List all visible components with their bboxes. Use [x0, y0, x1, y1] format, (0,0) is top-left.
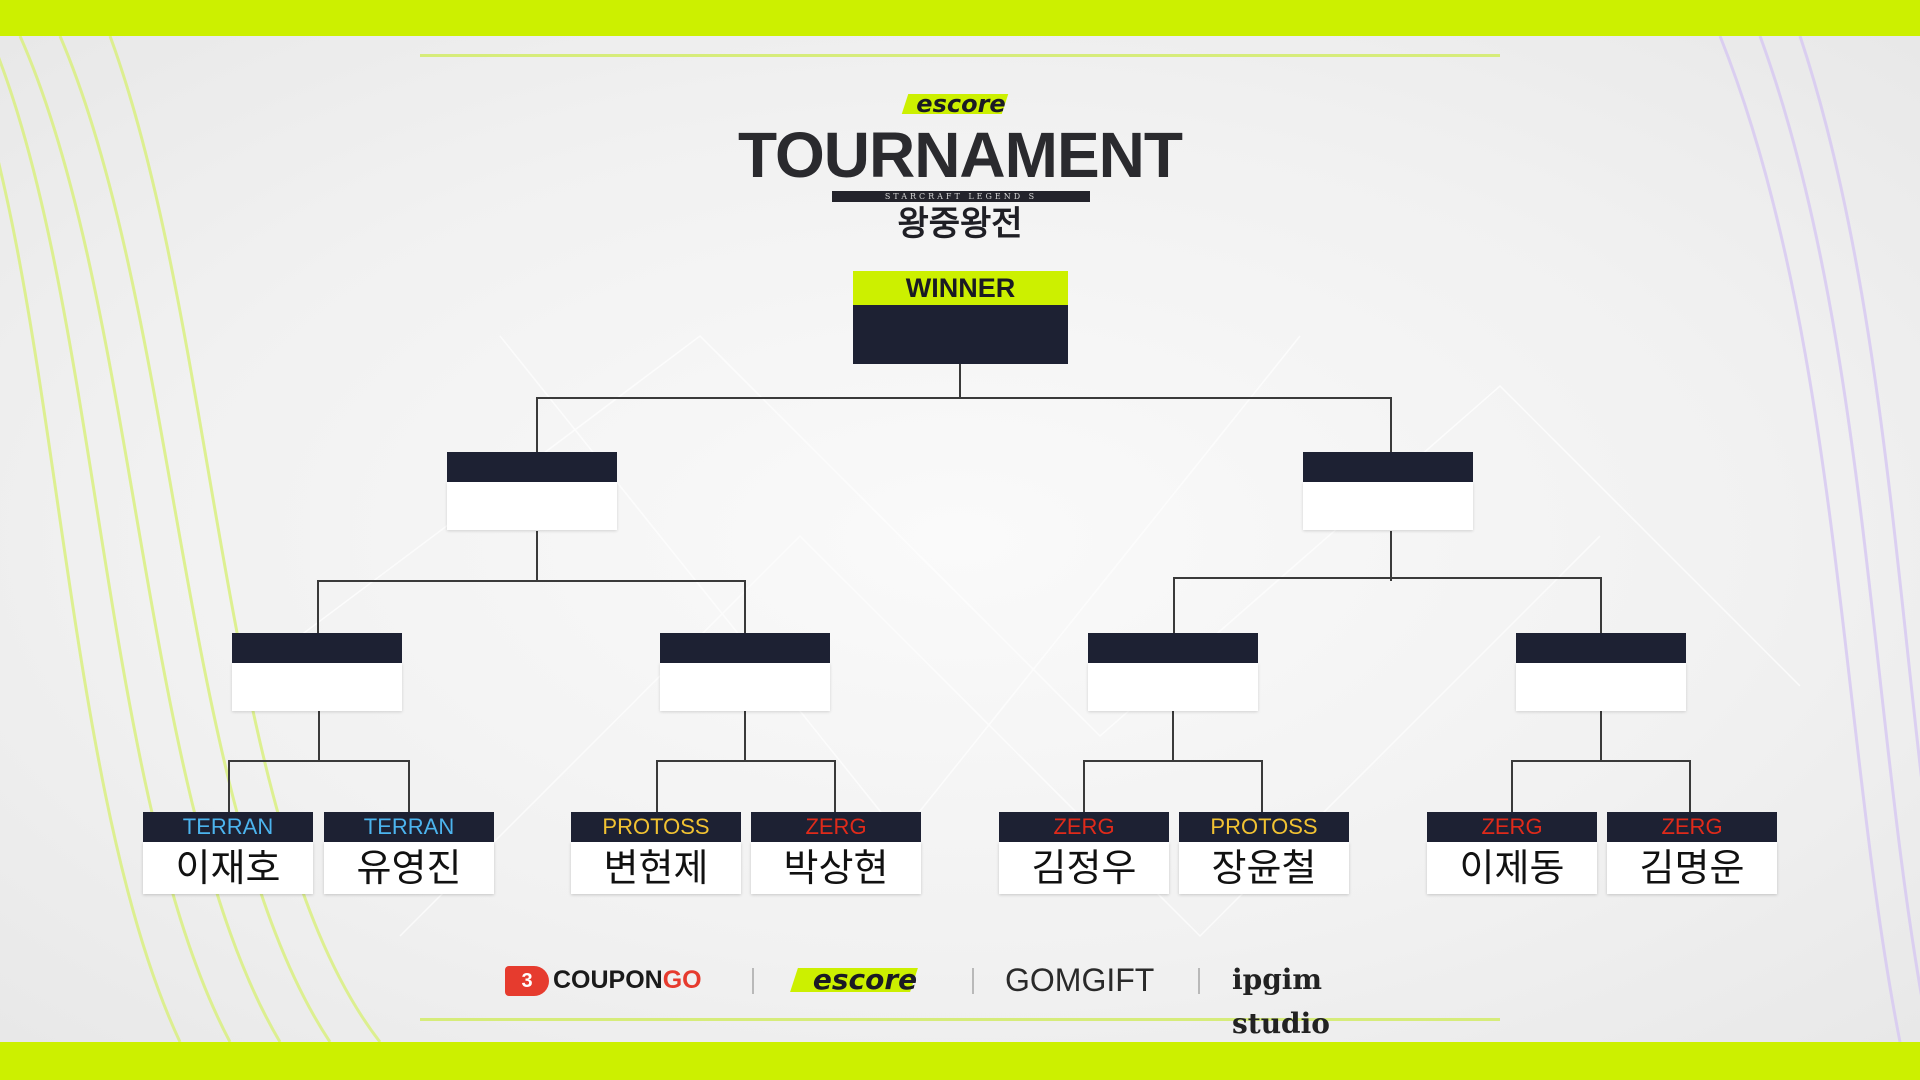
bracket-line	[1173, 577, 1175, 633]
slot-header	[1516, 633, 1686, 663]
bracket-line	[1390, 531, 1392, 581]
bracket-line	[318, 711, 320, 761]
semifinal-slot-left	[447, 452, 617, 530]
subtitle-banner-text: STARCRAFT LEGEND S	[884, 192, 1038, 201]
player-card: PROTOSS 변현제	[571, 812, 741, 894]
quarterfinal-slot-3	[1088, 633, 1258, 711]
slot-header	[1303, 452, 1473, 482]
player-race: PROTOSS	[1179, 812, 1349, 842]
bracket-line	[536, 397, 1392, 399]
bracket-line	[1511, 760, 1691, 762]
semifinal-slot-right	[1303, 452, 1473, 530]
bracket-line	[1172, 711, 1174, 761]
player-name: 장윤철	[1179, 842, 1349, 894]
player-card: TERRAN 유영진	[324, 812, 494, 894]
bracket-line	[1083, 760, 1085, 812]
bracket-line	[228, 760, 230, 812]
sponsor-separator	[1198, 968, 1200, 994]
escore-sponsor-logo: escore	[790, 958, 940, 1002]
winner-slot	[853, 305, 1068, 364]
player-race: TERRAN	[143, 812, 313, 842]
bracket-line	[834, 760, 836, 812]
bracket-line	[1083, 760, 1263, 762]
bottom-accent-band	[0, 1042, 1920, 1080]
bracket-line	[1511, 760, 1513, 812]
bracket-line	[536, 531, 538, 581]
player-card: ZERG 박상현	[751, 812, 921, 894]
bracket-line	[228, 760, 410, 762]
bottom-divider	[420, 1018, 1500, 1021]
player-name: 김명운	[1607, 842, 1777, 894]
player-name: 이제동	[1427, 842, 1597, 894]
bracket-line	[1600, 711, 1602, 761]
bracket-line	[1689, 760, 1691, 812]
player-name: 김정우	[999, 842, 1169, 894]
slot-header	[1088, 633, 1258, 663]
slot-body	[1516, 663, 1686, 711]
bracket-line	[408, 760, 410, 812]
bracket-line	[1173, 577, 1602, 579]
sponsor-separator	[752, 968, 754, 994]
slot-body	[447, 482, 617, 530]
player-race: ZERG	[1427, 812, 1597, 842]
slot-body	[1088, 663, 1258, 711]
bracket-line	[1600, 577, 1602, 633]
coupongo-text: COUPON	[553, 966, 663, 994]
slot-body	[1303, 482, 1473, 530]
bracket-line	[959, 364, 961, 398]
coupongo-suffix: GO	[662, 966, 702, 994]
winner-label: WINNER	[853, 271, 1068, 305]
player-card: PROTOSS 장윤철	[1179, 812, 1349, 894]
bracket-line	[656, 760, 836, 762]
korean-title: 왕중왕전	[897, 204, 1023, 244]
escore-sponsor-text: escore	[812, 963, 918, 996]
gomgift-logo: GOMGIFT	[1005, 962, 1155, 998]
slot-header	[660, 633, 830, 663]
quarterfinal-slot-2	[660, 633, 830, 711]
top-accent-band	[0, 0, 1920, 36]
slot-body	[232, 663, 402, 711]
quarterfinal-slot-1	[232, 633, 402, 711]
player-card: ZERG 김명운	[1607, 812, 1777, 894]
bracket-line	[656, 760, 658, 812]
player-name: 이재호	[143, 842, 313, 894]
slot-header	[447, 452, 617, 482]
player-race: TERRAN	[324, 812, 494, 842]
slot-header	[232, 633, 402, 663]
background	[0, 36, 1920, 1042]
player-race: ZERG	[1607, 812, 1777, 842]
sponsor-separator	[972, 968, 974, 994]
player-race: ZERG	[999, 812, 1169, 842]
bracket-line	[317, 580, 319, 633]
player-name: 유영진	[324, 842, 494, 894]
player-race: ZERG	[751, 812, 921, 842]
coupongo-icon: 3	[505, 966, 549, 997]
escore-logo-text: escore	[916, 90, 1006, 118]
bracket-line	[744, 711, 746, 761]
slot-body	[660, 663, 830, 711]
subtitle-banner: STARCRAFT LEGEND S	[832, 191, 1090, 202]
bracket-line	[744, 580, 746, 633]
page-title: TOURNAMENT	[738, 119, 1183, 191]
player-race: PROTOSS	[571, 812, 741, 842]
bracket-line	[536, 397, 538, 452]
bracket-line	[1261, 760, 1263, 812]
quarterfinal-slot-4	[1516, 633, 1686, 711]
ipgim-studio-logo: ipgim studio	[1232, 963, 1330, 1040]
bracket-line	[317, 580, 746, 582]
player-card: ZERG 이제동	[1427, 812, 1597, 894]
player-name: 박상현	[751, 842, 921, 894]
bracket-line	[1390, 397, 1392, 452]
player-name: 변현제	[571, 842, 741, 894]
escore-logo: escore	[901, 88, 1017, 120]
top-divider	[420, 54, 1500, 57]
player-card: ZERG 김정우	[999, 812, 1169, 894]
player-card: TERRAN 이재호	[143, 812, 313, 894]
